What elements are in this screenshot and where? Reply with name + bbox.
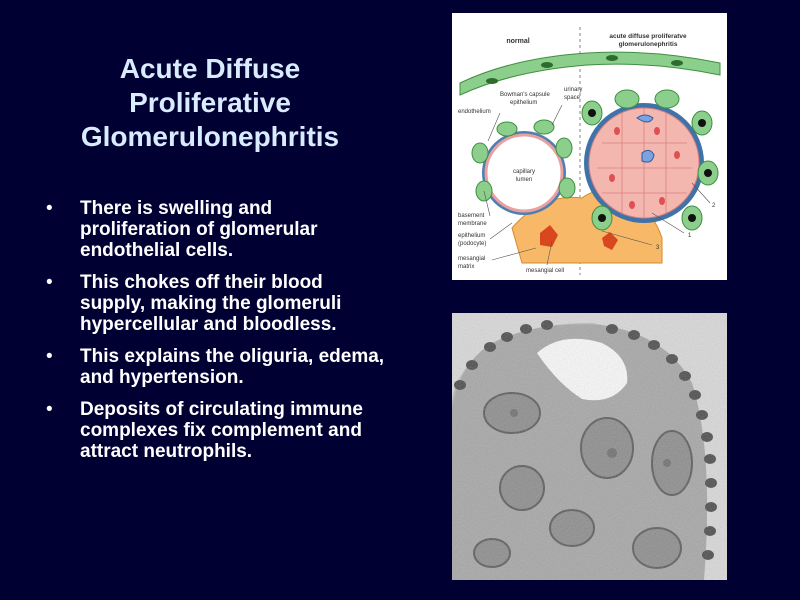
bullet-dot: • [46, 399, 53, 420]
bullet-list: • There is swelling and proliferation of … [46, 198, 386, 473]
micrograph-svg [452, 313, 727, 580]
bullet-item: • Deposits of circulating immune complexe… [46, 399, 386, 462]
bullet-item: • This chokes off their blood supply, mak… [46, 272, 386, 335]
label-mesangial-matrix-2: matrix [458, 264, 474, 270]
label-normal: normal [506, 38, 529, 45]
bullet-dot: • [46, 272, 53, 293]
title-line-1: Acute Diffuse [119, 53, 301, 84]
label-mesangial-matrix-1: mesangial [458, 256, 485, 262]
label-urinary-2: space [564, 95, 581, 101]
mesangial-cell [540, 225, 558, 247]
title-line-3: Glomerulonephritis [80, 121, 340, 152]
label-adpgn-1: acute diffuse proliferatve [609, 33, 687, 40]
label-adpgn-2: glomerulonephritis [619, 41, 678, 48]
label-urinary-1: urinary [564, 87, 582, 93]
label-basement-2: membrane [458, 221, 487, 227]
label-basement-1: basement [458, 213, 485, 219]
label-num-2: 2 [712, 203, 716, 209]
title-line-2: Proliferative [129, 87, 291, 118]
label-num-1: 1 [688, 233, 692, 239]
label-mesangial-cell: mesangial cell [526, 268, 564, 274]
bowman-capsule-band [459, 51, 721, 96]
mesangial-cell [602, 232, 618, 250]
label-epithelium-2: (podocyte) [458, 241, 486, 247]
bullet-text: Deposits of circulating immune complexes… [80, 399, 363, 462]
bullet-dot: • [46, 346, 53, 367]
label-endothelium: endothelium [458, 109, 491, 115]
glomerulus-diagram: normal acute diffuse proliferatve glomer… [452, 13, 727, 280]
neutrophil [641, 149, 655, 163]
capillary-lumen [484, 133, 564, 213]
label-bowman-1: Bowman's capsule [500, 92, 551, 98]
bullet-text: This chokes off their blood supply, maki… [80, 272, 342, 335]
label-epithelium-1: epithelium [458, 233, 485, 239]
bullet-item: • There is swelling and proliferation of … [46, 198, 386, 261]
label-capillary-2: lumen [516, 177, 532, 183]
slide-title: Acute Diffuse Proliferative Glomerulonep… [40, 52, 380, 154]
bullet-item: • This explains the oliguria, edema, and … [46, 346, 386, 388]
label-num-3: 3 [656, 245, 660, 251]
electron-micrograph [452, 313, 727, 580]
bullet-dot: • [46, 198, 53, 219]
neutrophil [636, 114, 654, 123]
label-capillary-1: capillary [513, 169, 535, 175]
diagram-svg: normal acute diffuse proliferatve glomer… [452, 13, 727, 280]
bullet-text: There is swelling and proliferation of g… [80, 198, 318, 261]
bullet-text: This explains the oliguria, edema, and h… [80, 346, 385, 388]
label-bowman-2: epithelium [510, 100, 537, 106]
